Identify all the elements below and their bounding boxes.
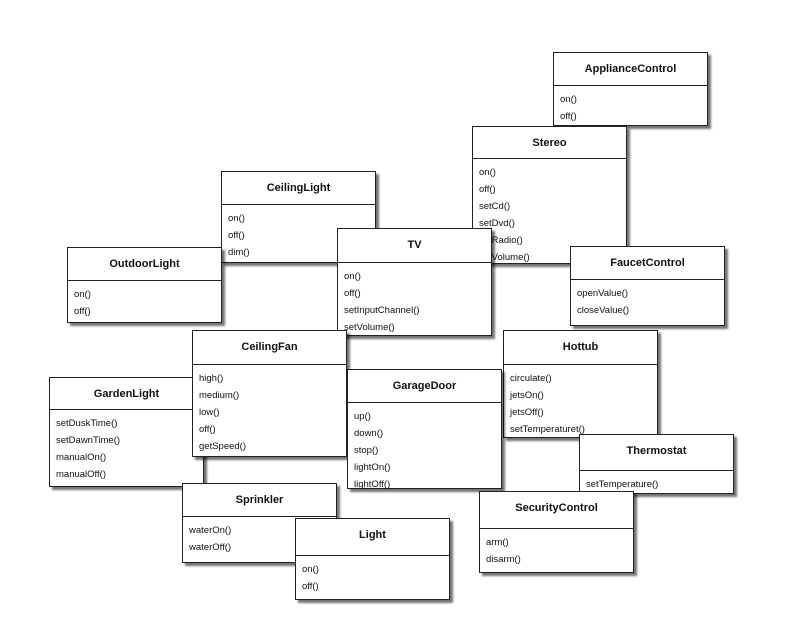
class-method: on(): [479, 167, 496, 178]
class-method: off(): [479, 184, 496, 195]
class-method: off(): [74, 306, 91, 317]
class-method: high(): [199, 373, 224, 384]
class-name: Hottub: [504, 331, 657, 365]
class-method: down(): [354, 428, 384, 439]
class-method: on(): [560, 94, 577, 105]
class-methods: setDuskTime() setDawnTime() manualOn() manu…: [50, 410, 203, 483]
class-name: Stereo: [473, 127, 626, 159]
class-method: dim(): [228, 247, 250, 258]
class-method: waterOn(): [189, 525, 232, 536]
class-methods: on() off() setCd() setDvd() setRadio() setVol…: [473, 159, 626, 266]
class-method: setDuskTime(): [56, 418, 118, 429]
class-box-hottub: Hottub circulate() jetsOn() jetsOff() setTem…: [503, 330, 658, 438]
class-method: on(): [74, 289, 91, 300]
class-method: off(): [560, 111, 577, 122]
class-box-security-control: SecurityControl arm() disarm(): [479, 491, 634, 573]
class-method: arm(): [486, 537, 509, 548]
class-methods: up() down() stop() lightOn() lightOff(): [348, 403, 501, 493]
class-methods: circulate() jetsOn() jetsOff() setTemperatu…: [504, 365, 657, 438]
class-box-tv: TV on() off() setInputChannel() setVolume(): [337, 228, 492, 336]
class-methods: openValue() closeValue(): [571, 280, 724, 319]
class-methods: on() off(): [68, 281, 221, 320]
class-method: lightOff(): [354, 479, 391, 490]
class-name: SecurityControl: [480, 492, 633, 529]
class-method: on(): [228, 213, 245, 224]
class-method: setVolume(): [344, 322, 395, 333]
class-name: Thermostat: [580, 435, 733, 471]
class-method: up(): [354, 411, 371, 422]
class-box-thermostat: Thermostat setTemperature(): [579, 434, 734, 494]
class-method: disarm(): [486, 554, 521, 565]
class-methods: waterOn() waterOff(): [183, 517, 336, 556]
class-method: setInputChannel(): [344, 305, 420, 316]
class-box-light: Light on() off(): [295, 518, 450, 600]
class-box-garden-light: GardenLight setDuskTime() setDawnTime() man…: [49, 377, 204, 487]
class-box-stereo: Stereo on() off() setCd() setDvd() setRadio()…: [472, 126, 627, 264]
class-box-outdoor-light: OutdoorLight on() off(): [67, 247, 222, 323]
class-method: openValue(): [577, 288, 629, 299]
class-name: CeilingLight: [222, 172, 375, 205]
class-method: setRadio(): [479, 235, 523, 246]
class-method: lightOn(): [354, 462, 391, 473]
class-box-ceiling-fan: CeilingFan high() medium() low() off() getSpe…: [192, 330, 347, 457]
class-method: closeValue(): [577, 305, 630, 316]
class-method: manualOff(): [56, 469, 106, 480]
class-name: Sprinkler: [183, 484, 336, 517]
class-method: off(): [302, 581, 319, 592]
class-method: low(): [199, 407, 220, 418]
class-methods: setTemperature(): [580, 471, 733, 493]
class-method: medium(): [199, 390, 240, 401]
class-method: on(): [344, 271, 361, 282]
class-box-appliance-control: ApplianceControl on() off(): [553, 52, 708, 126]
class-method: jetsOn(): [510, 390, 544, 401]
class-name: TV: [338, 229, 491, 263]
class-name: GardenLight: [50, 378, 203, 410]
class-methods: on() off(): [554, 86, 707, 125]
class-method: jetsOff(): [510, 407, 544, 418]
class-methods: on() off() dim(): [222, 205, 375, 261]
class-name: Light: [296, 519, 449, 556]
class-method: setTemperaturet(): [510, 424, 585, 435]
class-methods: high() medium() low() off() getSpeed(): [193, 365, 346, 455]
class-method: setVolume(): [479, 252, 530, 263]
class-method: waterOff(): [189, 542, 232, 553]
class-name: GarageDoor: [348, 370, 501, 403]
class-box-garage-door: GarageDoor up() down() stop() lightOn() light…: [347, 369, 502, 490]
class-method: setTemperature(): [586, 479, 659, 490]
class-name: ApplianceControl: [554, 53, 707, 86]
class-name: CeilingFan: [193, 331, 346, 365]
class-method: setDvd(): [479, 218, 515, 229]
class-method: on(): [302, 564, 319, 575]
class-method: setCd(): [479, 201, 511, 212]
class-box-faucet-control: FaucetControl openValue() closeValue(): [570, 246, 725, 326]
class-name: FaucetControl: [571, 247, 724, 280]
class-methods: on() off(): [296, 556, 449, 595]
class-methods: arm() disarm(): [480, 529, 633, 568]
class-method: off(): [199, 424, 216, 435]
class-method: off(): [344, 288, 361, 299]
class-method: stop(): [354, 445, 379, 456]
class-method: getSpeed(): [199, 441, 247, 452]
class-name: OutdoorLight: [68, 248, 221, 281]
class-method: circulate(): [510, 373, 552, 384]
class-method: off(): [228, 230, 245, 241]
class-method: setDawnTime(): [56, 435, 121, 446]
class-method: manualOn(): [56, 452, 107, 463]
class-methods: on() off() setInputChannel() setVolume(): [338, 263, 491, 336]
